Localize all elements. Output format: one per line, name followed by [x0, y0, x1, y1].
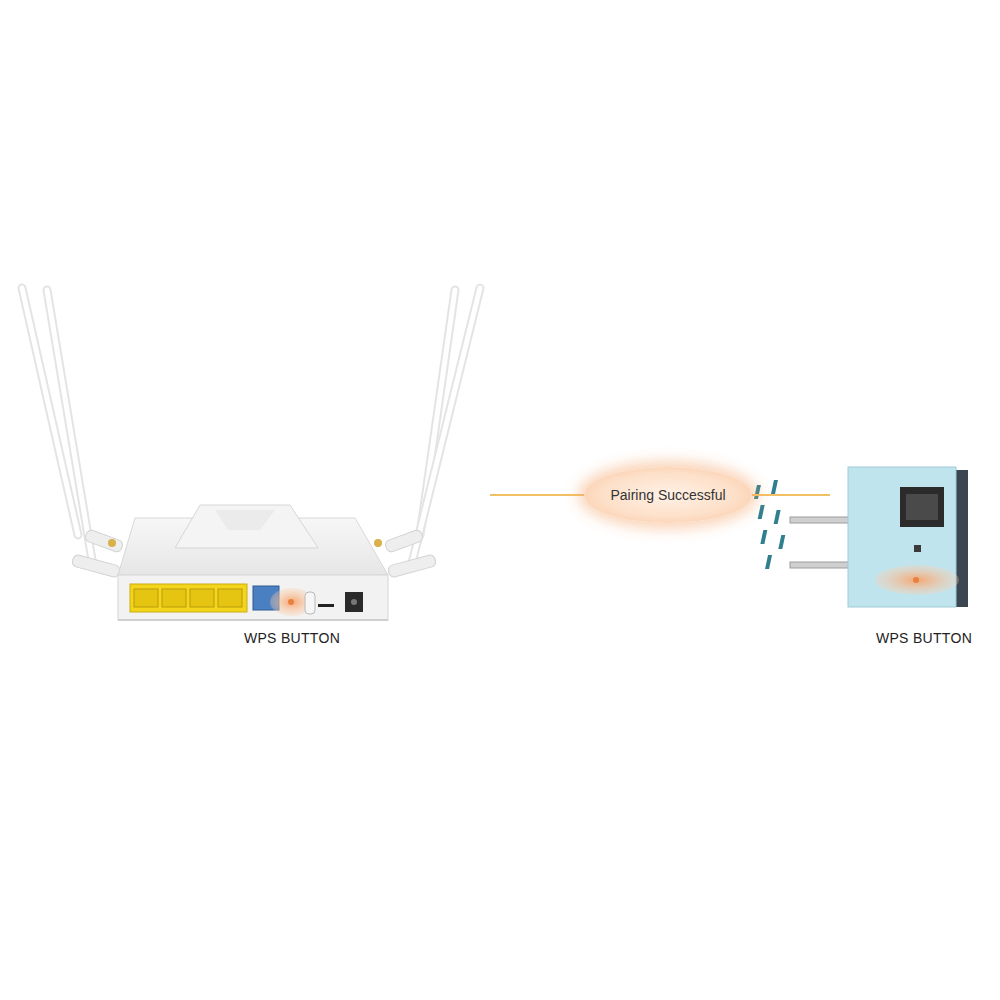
plug-prong	[790, 562, 850, 568]
vent-slots	[754, 480, 785, 569]
device-node: WPS BUTTON	[15, 275, 490, 650]
plug-prong	[790, 517, 850, 523]
button-label: WPS BUTTON	[244, 630, 340, 646]
pairing-line	[752, 495, 830, 496]
connector-line	[490, 494, 584, 496]
router-antennas	[22, 288, 480, 578]
status-led	[914, 545, 921, 552]
dc-jack	[345, 592, 363, 612]
pairing-line	[490, 495, 584, 496]
device-node: WPS BUTTON	[830, 455, 985, 650]
usb-port	[305, 592, 315, 614]
wps-glow	[875, 565, 959, 595]
wps-glow	[270, 588, 314, 616]
connector-line	[752, 494, 830, 496]
reset-slot	[318, 604, 334, 607]
extender-device	[754, 467, 968, 607]
wps-button	[288, 599, 294, 605]
router-body	[118, 505, 388, 620]
wps-button	[913, 577, 919, 583]
status-pill: Pairing Successful	[584, 467, 752, 523]
lan-ports	[130, 584, 247, 612]
button-label: WPS BUTTON	[876, 630, 972, 646]
ethernet-port	[900, 487, 944, 527]
status-text: Pairing Successful	[610, 487, 725, 503]
